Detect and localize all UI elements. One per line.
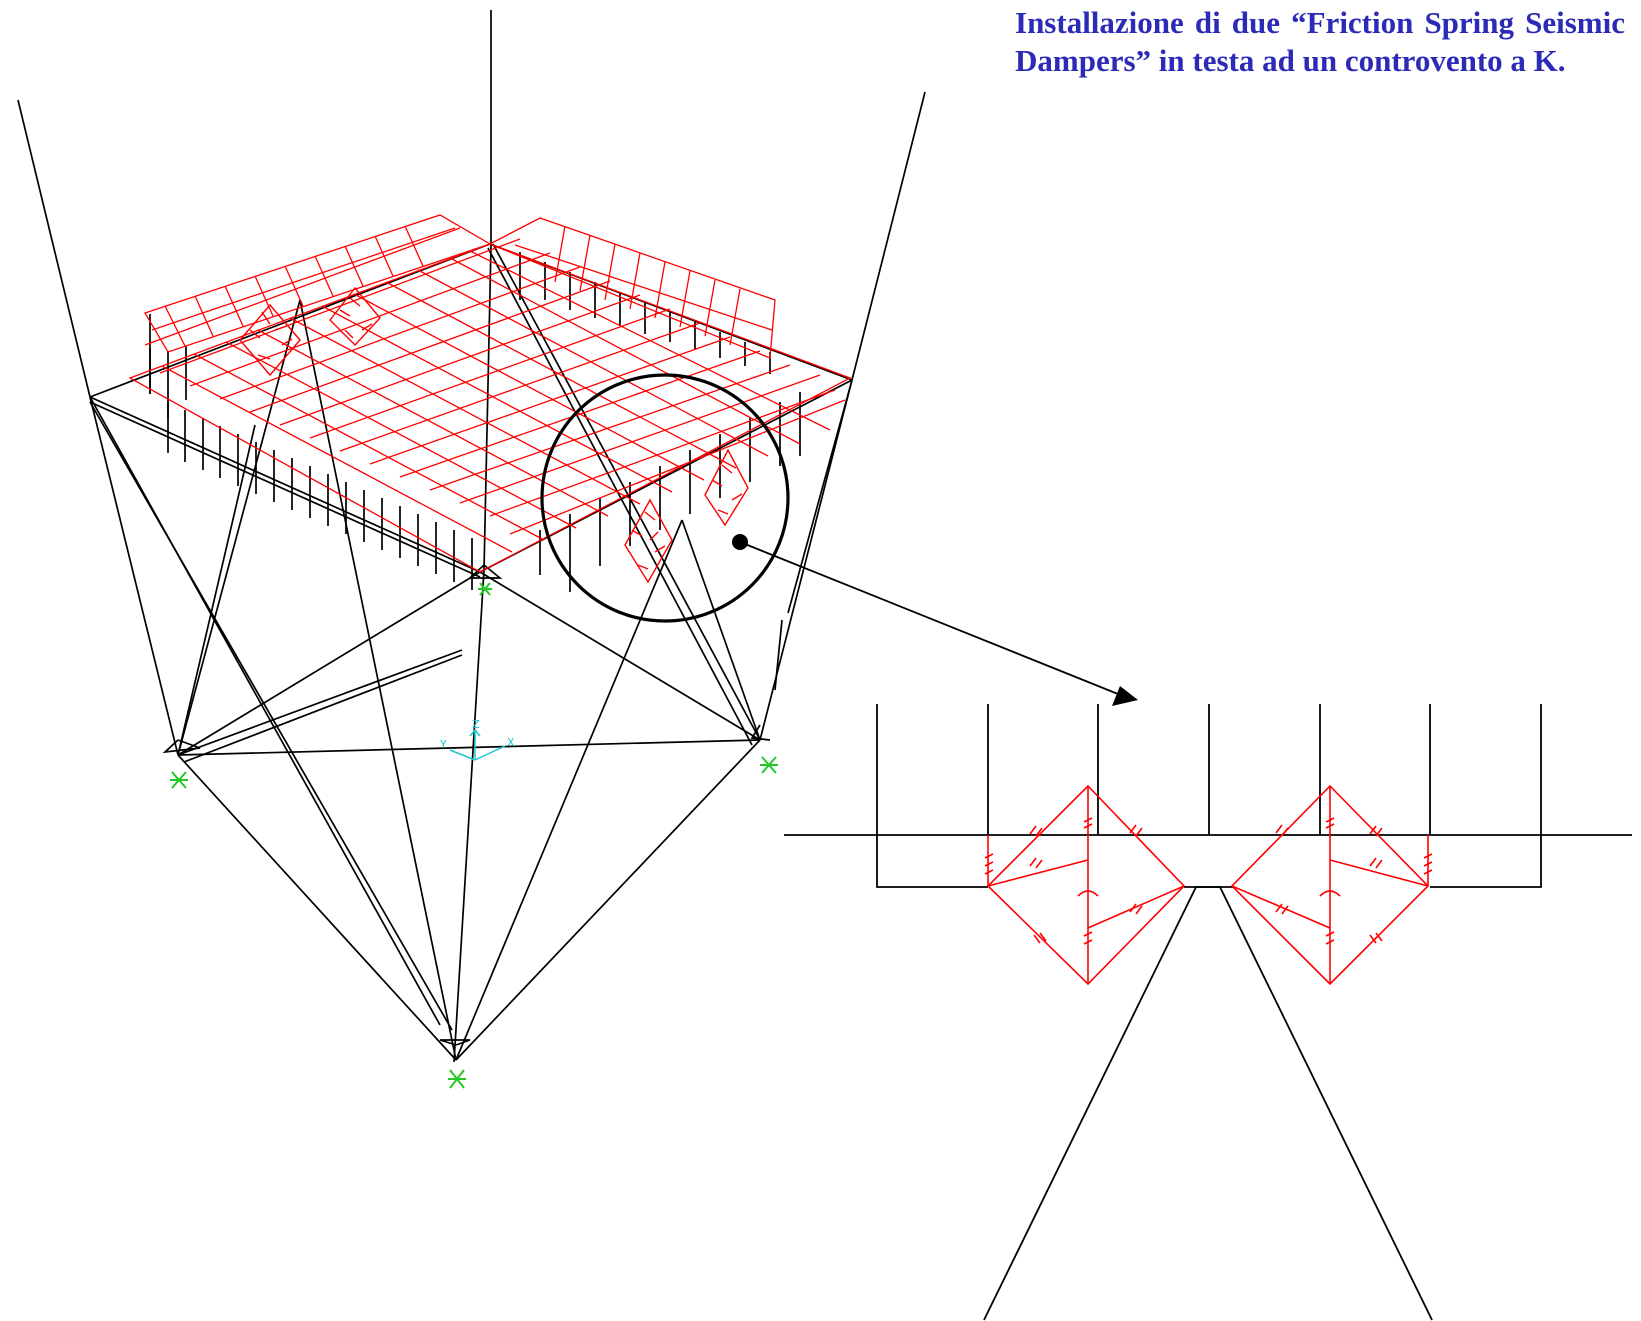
axis-y-label: Y bbox=[439, 738, 447, 751]
axis-z-label: Z bbox=[472, 718, 480, 731]
structural-frame bbox=[17, 10, 926, 1063]
supports bbox=[170, 582, 778, 1089]
friction-damper-left bbox=[984, 784, 1186, 986]
axis-x-label: X bbox=[507, 736, 515, 749]
slab-mesh bbox=[128, 214, 852, 573]
fixed-support-icon bbox=[448, 1069, 466, 1089]
friction-damper-right bbox=[1230, 784, 1433, 986]
damper-cluster-front bbox=[624, 448, 749, 584]
axis-triad bbox=[449, 728, 506, 761]
fixed-support-icon bbox=[478, 582, 492, 596]
magnifier-circle-icon bbox=[540, 373, 790, 623]
fixed-support-icon bbox=[760, 756, 778, 774]
callout-arrow bbox=[732, 534, 1138, 706]
detail-view bbox=[784, 704, 1632, 1321]
fixed-support-icon bbox=[170, 771, 188, 789]
detail-frame bbox=[784, 704, 1632, 1321]
caption: Installazione di due “Friction Spring Se… bbox=[1015, 5, 1625, 78]
damper-cluster-back bbox=[239, 286, 381, 377]
